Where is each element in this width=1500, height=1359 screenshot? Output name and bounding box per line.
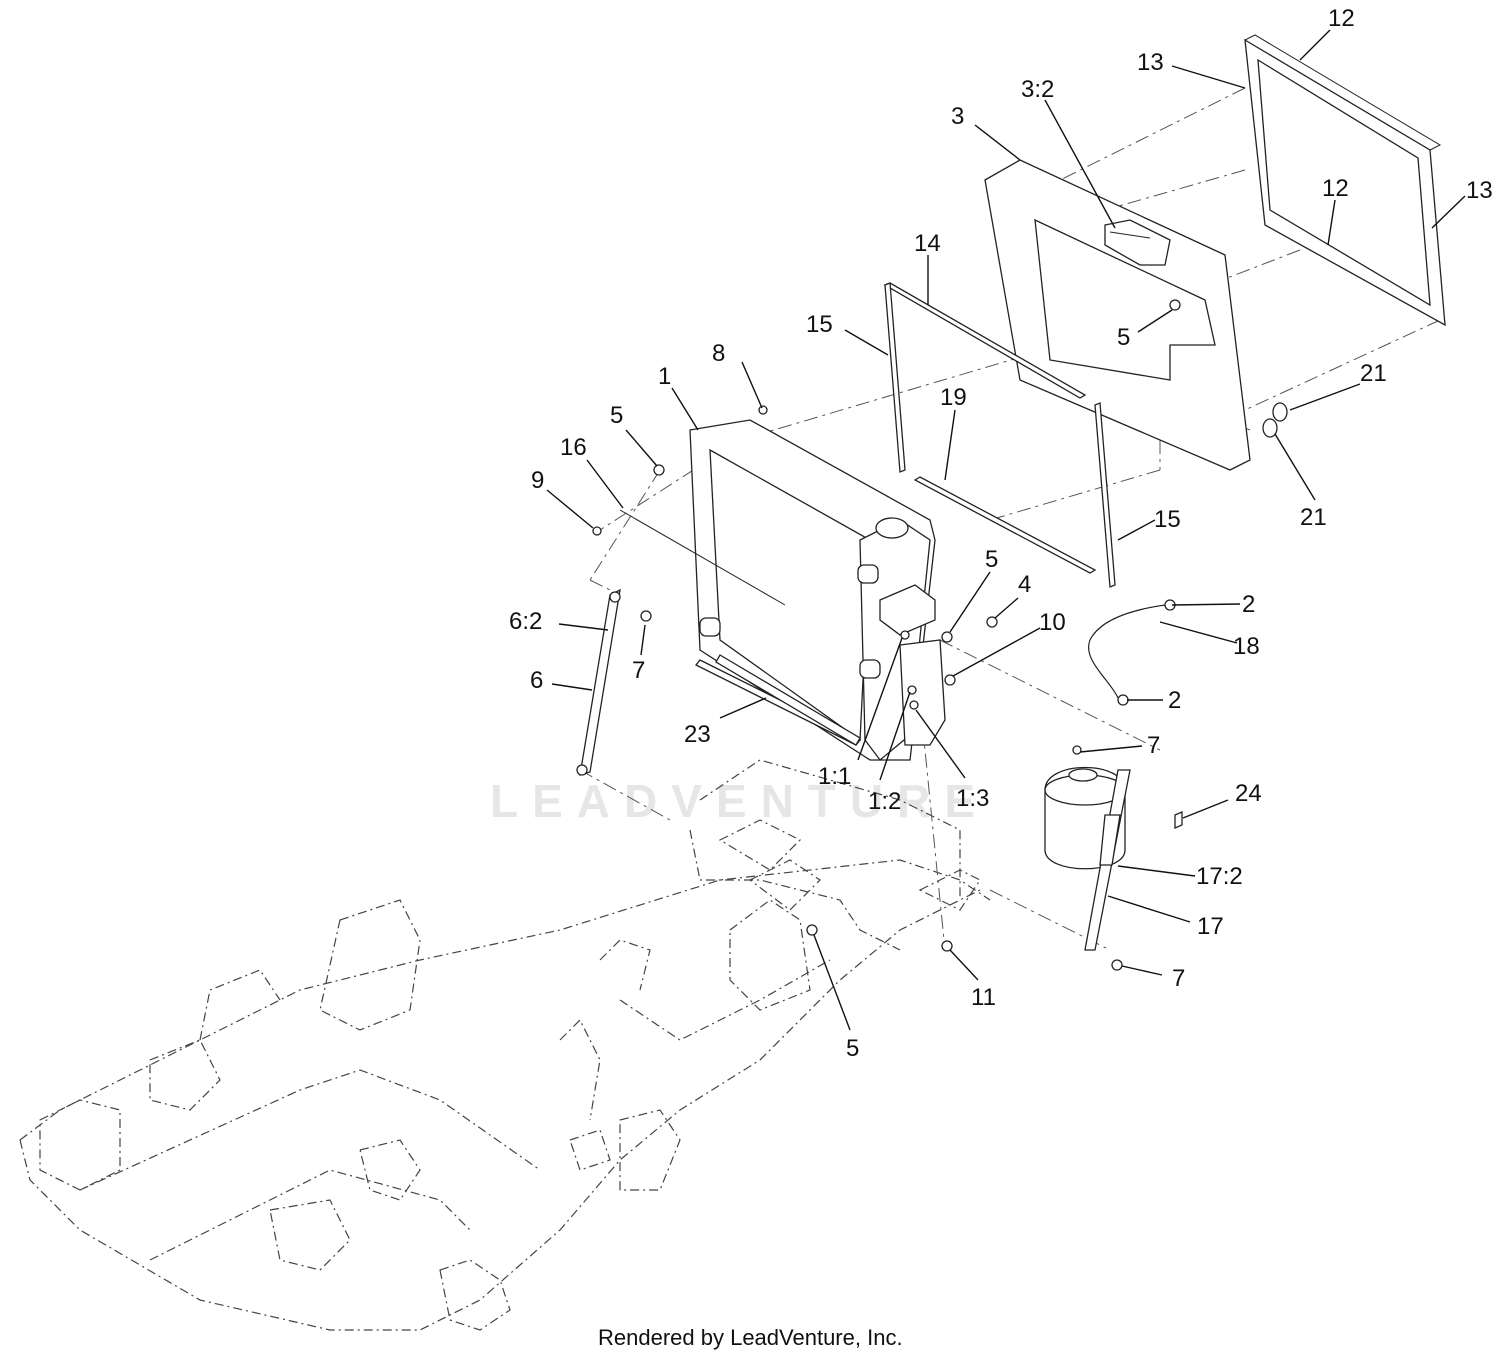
screen-frame — [1244, 34, 1446, 327]
callout-8: 8 — [712, 340, 725, 367]
callout-9: 9 — [531, 467, 544, 494]
rod — [619, 509, 786, 606]
callout-5-radiator: 5 — [610, 402, 623, 429]
callout-21-upper: 21 — [1360, 360, 1387, 387]
callout-3: 3 — [951, 103, 964, 130]
leader-lines — [546, 29, 1466, 1031]
callout-11: 11 — [971, 984, 996, 1011]
callout-1-3: 1:3 — [956, 785, 989, 812]
callout-12-top: 12 — [1328, 5, 1355, 32]
callout-5-bracket: 5 — [985, 546, 998, 573]
callout-labels: 12 13 3:2 3 12 13 14 5 15 8 1 21 19 5 16… — [509, 5, 1493, 1062]
lower-seal — [715, 654, 861, 746]
callout-13-right: 13 — [1466, 177, 1493, 204]
watermark-text: LEADVENTURE — [490, 775, 989, 827]
callout-1: 1 — [658, 363, 671, 390]
callout-3-2: 3:2 — [1021, 76, 1054, 103]
callout-15-lower: 15 — [1154, 506, 1181, 533]
callout-6: 6 — [530, 667, 543, 694]
callout-23: 23 — [684, 721, 711, 748]
callout-24: 24 — [1235, 780, 1262, 807]
callout-5-shroud: 5 — [1117, 324, 1130, 351]
callout-18: 18 — [1233, 633, 1260, 660]
reservoir — [1044, 604, 1183, 951]
callout-5-frame: 5 — [846, 1035, 859, 1062]
shroud — [984, 159, 1251, 471]
callout-21-lower: 21 — [1300, 504, 1327, 531]
callout-7-bottle: 7 — [1147, 732, 1160, 759]
radiator — [689, 419, 946, 761]
callout-2-upper: 2 — [1242, 591, 1255, 618]
callout-6-2: 6:2 — [509, 608, 542, 635]
seals — [883, 282, 1116, 588]
footer-credit: Rendered by LeadVenture, Inc. — [598, 1325, 903, 1350]
callout-1-2: 1:2 — [868, 788, 901, 815]
callout-16: 16 — [560, 434, 587, 461]
callout-4: 4 — [1018, 571, 1031, 598]
callout-19: 19 — [940, 384, 967, 411]
callout-17-2: 17:2 — [1196, 863, 1243, 890]
callout-2-lower: 2 — [1168, 687, 1181, 714]
callout-17: 17 — [1197, 913, 1224, 940]
callout-15-upper: 15 — [806, 311, 833, 338]
callout-1-1: 1:1 — [818, 763, 851, 790]
callout-10: 10 — [1039, 609, 1066, 636]
bracket-left — [576, 588, 621, 776]
callout-7-left: 7 — [632, 657, 645, 684]
callout-7-bottom: 7 — [1172, 965, 1185, 992]
callout-12-mid: 12 — [1322, 175, 1349, 202]
callout-14: 14 — [914, 230, 941, 257]
callout-13-top: 13 — [1137, 49, 1164, 76]
vehicle-frame — [19, 759, 991, 1331]
